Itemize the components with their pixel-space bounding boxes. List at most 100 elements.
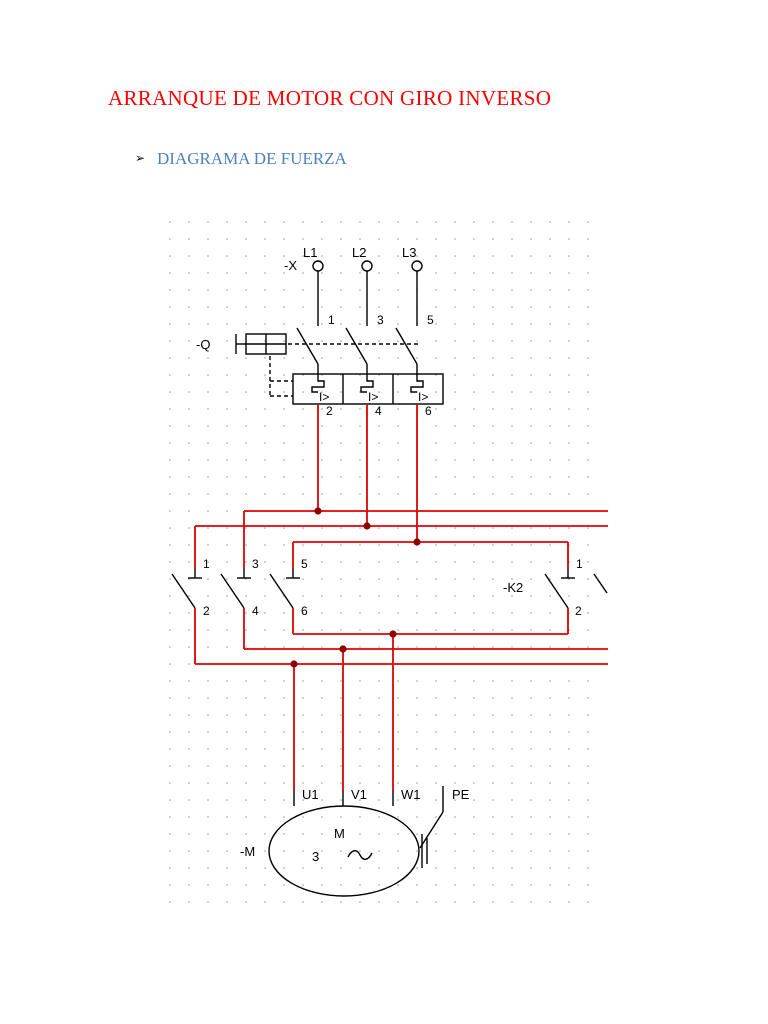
motor-terminal-w1: W1 — [401, 787, 421, 802]
grid-dot — [435, 476, 437, 478]
grid-dot — [473, 833, 475, 835]
grid-dot — [549, 850, 551, 852]
grid-dot — [530, 221, 532, 223]
terminal-l1 — [312, 260, 324, 272]
grid-dot — [454, 238, 456, 240]
grid-dot — [188, 595, 190, 597]
grid-dot — [264, 850, 266, 852]
grid-dot — [530, 612, 532, 614]
grid-dot — [169, 799, 171, 801]
k1-terminal-6: 6 — [301, 604, 308, 618]
grid-dot — [549, 867, 551, 869]
grid-dot — [397, 612, 399, 614]
grid-dot — [587, 323, 589, 325]
grid-dot — [302, 289, 304, 291]
grid-dot — [435, 272, 437, 274]
grid-dot — [169, 561, 171, 563]
grid-dot — [492, 833, 494, 835]
grid-dot — [492, 425, 494, 427]
grid-dot — [264, 425, 266, 427]
grid-dot — [207, 901, 209, 903]
grid-dot — [416, 901, 418, 903]
grid-dot — [340, 272, 342, 274]
grid-dot — [340, 391, 342, 393]
grid-dot — [207, 544, 209, 546]
grid-dot — [302, 748, 304, 750]
grid-dot — [226, 374, 228, 376]
grid-dot — [378, 595, 380, 597]
grid-dot — [188, 629, 190, 631]
grid-dot — [245, 561, 247, 563]
grid-dot — [302, 238, 304, 240]
grid-dot — [378, 272, 380, 274]
grid-dot — [530, 697, 532, 699]
incoming-conductors — [317, 271, 418, 326]
grid-dot — [302, 306, 304, 308]
grid-dot — [549, 459, 551, 461]
grid-dot — [359, 714, 361, 716]
grid-dot — [169, 255, 171, 257]
grid-dot — [188, 544, 190, 546]
grid-dot — [530, 255, 532, 257]
grid-dot — [397, 714, 399, 716]
grid-dot — [245, 714, 247, 716]
grid-dot — [226, 799, 228, 801]
grid-dot — [359, 459, 361, 461]
grid-dot — [188, 323, 190, 325]
grid-dot — [492, 527, 494, 529]
grid-dot — [226, 544, 228, 546]
grid-dot — [245, 867, 247, 869]
grid-dot — [454, 527, 456, 529]
grid-dot — [226, 442, 228, 444]
phase-label-l1: L1 — [303, 245, 317, 260]
grid-dot — [226, 289, 228, 291]
grid-dot — [568, 850, 570, 852]
k2-label: -K2 — [503, 580, 523, 595]
grid-dot — [245, 697, 247, 699]
grid-dot — [549, 340, 551, 342]
grid-dot — [378, 323, 380, 325]
grid-dot — [435, 612, 437, 614]
grid-dot — [378, 612, 380, 614]
grid-dot — [397, 646, 399, 648]
grid-dot — [340, 782, 342, 784]
grid-dot — [207, 425, 209, 427]
thermal-element-1 — [311, 378, 325, 393]
grid-dot — [473, 408, 475, 410]
grid-dot — [435, 646, 437, 648]
grid-dot — [226, 578, 228, 580]
grid-dot — [435, 459, 437, 461]
grid-dot — [188, 272, 190, 274]
grid-dot — [587, 357, 589, 359]
grid-dot — [188, 221, 190, 223]
grid-dot — [435, 238, 437, 240]
grid-dot — [492, 221, 494, 223]
grid-dot — [568, 816, 570, 818]
grid-dot — [188, 357, 190, 359]
grid-dot — [454, 884, 456, 886]
grid-dot — [302, 544, 304, 546]
grid-dot — [321, 357, 323, 359]
grid-dot — [454, 357, 456, 359]
grid-dot — [416, 578, 418, 580]
grid-dot — [568, 425, 570, 427]
grid-dot — [378, 442, 380, 444]
grid-dot — [169, 272, 171, 274]
grid-dot — [169, 221, 171, 223]
grid-dot — [454, 323, 456, 325]
grid-dot — [454, 680, 456, 682]
grid-dot — [245, 816, 247, 818]
grid-dot — [530, 816, 532, 818]
grid-dot — [397, 867, 399, 869]
grid-dot — [321, 578, 323, 580]
grid-dot — [378, 901, 380, 903]
grid-dot — [245, 544, 247, 546]
grid-dot — [454, 595, 456, 597]
grid-dot — [245, 595, 247, 597]
grid-dot — [207, 561, 209, 563]
grid-dot — [188, 833, 190, 835]
grid-dot — [264, 442, 266, 444]
grid-dot — [530, 493, 532, 495]
motor: U1 V1 W1 PE -M M 3 — [240, 786, 470, 897]
grid-dot — [454, 782, 456, 784]
